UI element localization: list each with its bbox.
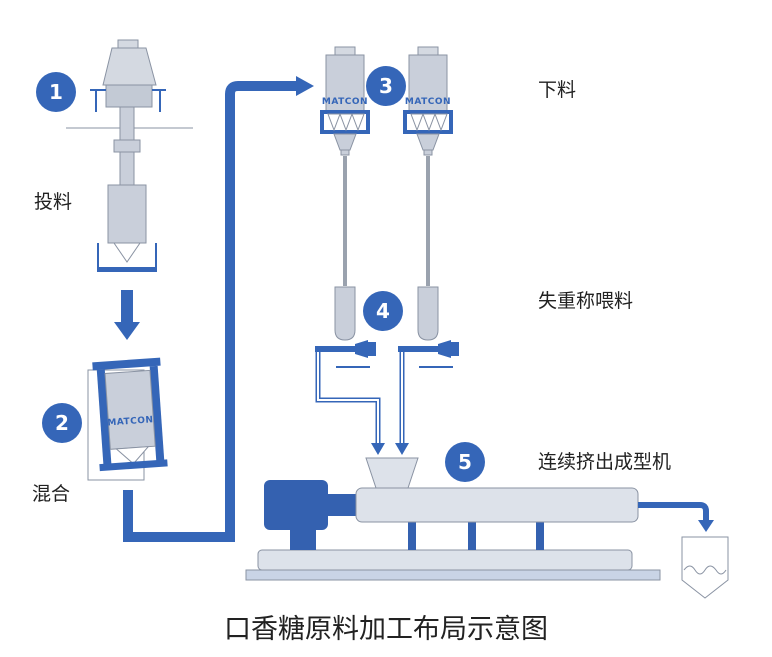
label-loss-in-weight-feeding: 失重称喂料	[538, 290, 633, 312]
step-badge-1: 1	[36, 72, 76, 112]
floor-plate	[245, 569, 661, 581]
discharge-bin-left	[325, 54, 365, 113]
hopper-cap	[117, 39, 139, 49]
step-badge-3: 3	[366, 66, 406, 106]
feeder-hopper-right	[417, 286, 439, 341]
svg-text:2: 2	[55, 411, 69, 435]
discharge-station-right: MATCON	[403, 46, 453, 286]
arrow-charge-to-mix	[114, 290, 140, 340]
charging-frame	[98, 267, 156, 272]
extruder	[245, 457, 714, 581]
svg-text:4: 4	[376, 299, 390, 323]
extruder-feed-hopper	[365, 457, 419, 489]
label-charging: 投料	[34, 191, 72, 213]
feeder-hopper-left	[334, 286, 356, 341]
charging-bin	[107, 184, 147, 244]
output-container	[681, 536, 729, 599]
svg-text:5: 5	[458, 450, 472, 474]
discharge-station-left: MATCON	[320, 46, 370, 286]
diagram-title: 口香糖原料加工布局示意图	[224, 614, 548, 645]
feeder-motor-left	[355, 340, 368, 358]
mixer-brand-label: MATCON	[107, 415, 154, 428]
charging-station	[66, 39, 193, 272]
feed-tube-left	[343, 156, 347, 286]
svg-text:3: 3	[379, 74, 393, 98]
extruder-barrel	[355, 487, 639, 523]
feeder-motor-right	[438, 340, 451, 358]
step-badge-2: 2	[42, 403, 82, 443]
feeder-right	[398, 286, 459, 368]
svg-text:1: 1	[49, 80, 63, 104]
brand-label-left: MATCON	[322, 97, 368, 107]
feed-lines	[315, 352, 409, 455]
extruder-motor	[264, 480, 328, 530]
step-badge-4: 4	[363, 291, 403, 331]
feeder-left	[315, 286, 376, 368]
charging-hood	[102, 47, 157, 86]
conveying-pipe	[123, 76, 314, 542]
mixing-station: MATCON	[87, 357, 168, 481]
label-continuous-extruder: 连续挤出成型机	[538, 451, 671, 473]
mixer-container	[104, 369, 156, 450]
brand-label-right: MATCON	[405, 97, 451, 107]
label-discharge: 下料	[538, 79, 576, 101]
step-badge-5: 5	[445, 442, 485, 482]
charging-base	[105, 84, 153, 108]
label-mixing: 混合	[32, 483, 70, 505]
feed-tube-right	[426, 156, 430, 286]
extruder-base	[257, 549, 633, 571]
